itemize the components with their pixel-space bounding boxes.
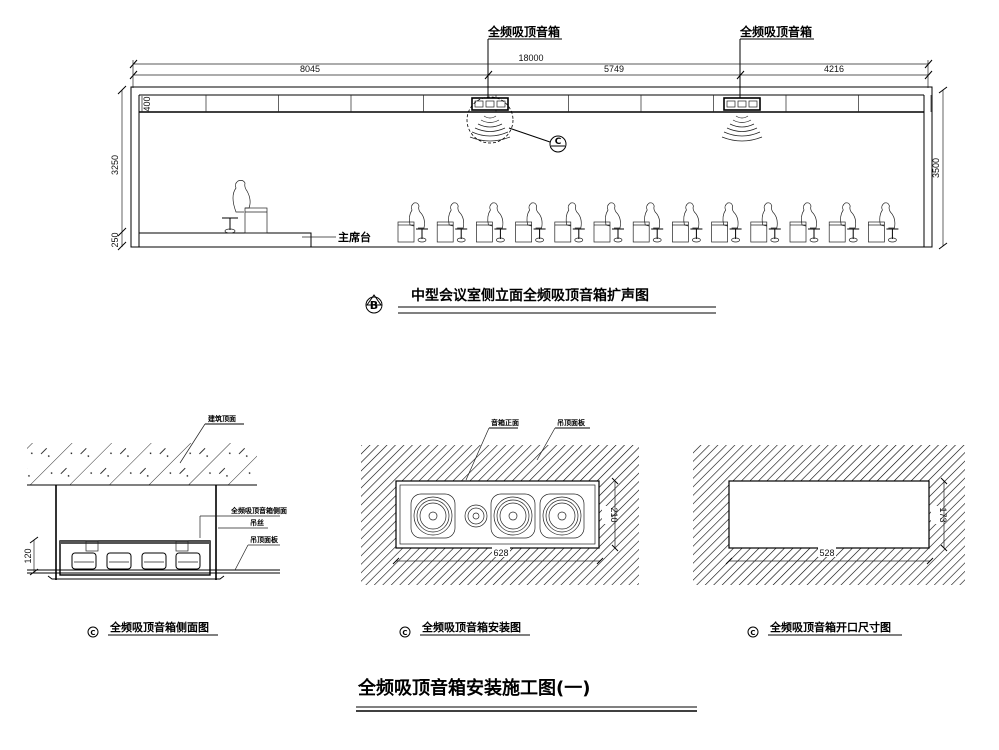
speaker-driver-side	[71, 552, 97, 570]
width-dim: 628	[493, 548, 508, 558]
detail-side-section: 建筑顶面 全频吸顶音箱侧面 吊丝 吊顶面板 120 C 全频吸顶音箱侧面图	[23, 414, 287, 638]
svg-text:C: C	[90, 629, 95, 637]
speaker-callout-1: 全频吸顶音箱	[487, 24, 562, 104]
tweeter-icon	[464, 504, 488, 528]
seated-figure	[436, 202, 468, 243]
speaker-driver-side	[141, 552, 167, 570]
seated-figure	[789, 202, 821, 243]
speaker-callout-2: 全频吸顶音箱	[739, 24, 814, 104]
audience-row	[397, 202, 899, 243]
vertical-dimensions: 3250 250 400 3500	[110, 85, 948, 251]
detail-installation-front: 音箱正面 吊顶面板 628 210 C 全频吸顶音箱安装图	[361, 418, 639, 638]
seated-figure	[867, 202, 899, 243]
detail-title-3: C 全频吸顶音箱开口尺寸图	[747, 620, 902, 638]
section-marker: B	[370, 299, 378, 312]
svg-text:C: C	[402, 629, 407, 637]
ceiling-speaker-2	[723, 97, 761, 111]
horizontal-dimensions: 18000 8045 5749 4216	[129, 53, 933, 88]
room-outline	[130, 86, 933, 248]
detail-ref-marker: C	[549, 135, 567, 153]
platform-leader: 主席台	[302, 230, 371, 244]
elevation-title: 中型会议室侧立面全频吸顶音箱扩声图	[411, 287, 649, 304]
sound-waves-icon	[721, 115, 763, 142]
ceiling-speaker-1	[471, 97, 509, 111]
height-dim: 210	[609, 507, 619, 522]
label-ceiling-panel: 吊顶面板	[250, 535, 279, 544]
detail-title-1: C 全频吸顶音箱侧面图	[87, 620, 218, 638]
seated-figure	[632, 202, 664, 243]
detail-opening-size: 528 173 C 全频吸顶音箱开口尺寸图	[693, 445, 965, 638]
svg-text:C: C	[750, 629, 755, 637]
svg-text:全频吸顶音箱安装图: 全频吸顶音箱安装图	[421, 620, 521, 634]
platform-label: 主席台	[338, 230, 371, 244]
width-dim: 528	[819, 548, 834, 558]
chairperson-figure	[222, 179, 268, 234]
seated-figure	[711, 202, 743, 243]
sound-waves-icon	[469, 115, 511, 142]
seated-figure	[397, 202, 429, 243]
segment-dim-3: 4216	[824, 64, 844, 74]
depth-dim: 120	[23, 548, 33, 563]
overall-width-dim: 18000	[518, 53, 543, 63]
sheet-title-block: 全频吸顶音箱安装施工图(一)	[356, 677, 697, 712]
callout-label: 全频吸顶音箱	[739, 24, 812, 39]
sheet-title: 全频吸顶音箱安装施工图(一)	[357, 677, 590, 699]
seated-figure	[828, 202, 860, 243]
callout-label: 全频吸顶音箱	[487, 24, 560, 39]
label-building-ceiling: 建筑顶面	[208, 414, 236, 423]
seated-figure	[515, 202, 547, 243]
svg-text:全频吸顶音箱侧面图: 全频吸顶音箱侧面图	[109, 620, 209, 634]
side-elevation: 全频吸顶音箱 全频吸顶音箱 18000 8045 5749 4216	[110, 24, 948, 314]
detail-circle	[466, 96, 514, 144]
svg-text:全频吸顶音箱开口尺寸图: 全频吸顶音箱开口尺寸图	[769, 620, 891, 634]
seated-figure	[554, 202, 586, 243]
speaker-driver-side	[106, 552, 132, 570]
height-dim: 173	[938, 507, 948, 522]
label-speaker-front: 音箱正面	[491, 418, 519, 427]
label-hanging-wire: 吊丝	[250, 518, 264, 527]
elevation-title-block: B 中型会议室侧立面全频吸顶音箱扩声图	[365, 287, 716, 314]
detail-leader	[508, 127, 551, 143]
label-ceiling-panel: 吊顶面板	[557, 418, 586, 427]
seated-figure	[593, 202, 625, 243]
seated-figure	[671, 202, 703, 243]
seated-figure	[475, 202, 507, 243]
seated-figure	[750, 202, 782, 243]
detail-title-2: C 全频吸顶音箱安装图	[399, 620, 530, 638]
left-height-dim: 3250	[110, 155, 120, 175]
svg-text:C: C	[555, 137, 562, 147]
ceiling-depth-dim: 400	[142, 96, 152, 111]
segment-dim-2: 5749	[604, 64, 624, 74]
speaker-driver-side	[175, 552, 201, 570]
platform-height-dim: 250	[110, 232, 120, 247]
segment-dim-1: 8045	[300, 64, 320, 74]
label-speaker-side: 全频吸顶音箱侧面	[230, 506, 287, 515]
right-height-dim: 3500	[931, 158, 941, 178]
